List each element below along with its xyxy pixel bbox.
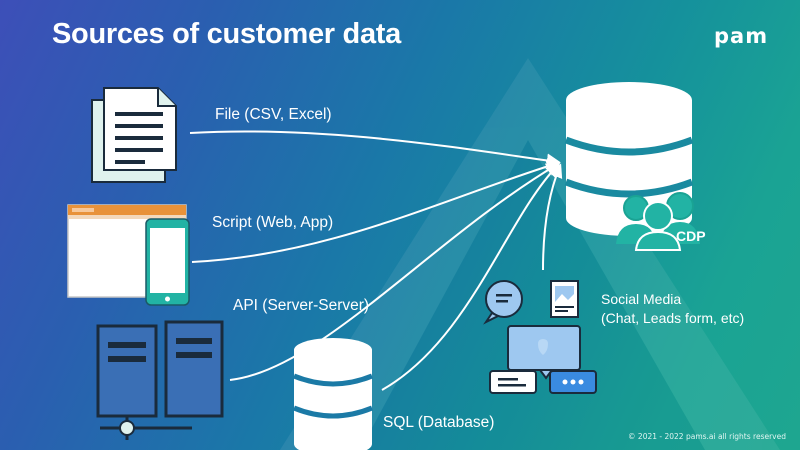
chat-bubbles-icon [483, 280, 597, 394]
source-label-social-media: Social Media (Chat, Leads form, etc) [601, 290, 744, 328]
slide-title: Sources of customer data [52, 18, 401, 50]
source-label-file: File (CSV, Excel) [215, 106, 332, 123]
social-media-title: Social Media [601, 291, 682, 307]
database-users-icon [564, 82, 700, 251]
arrow-api [229, 162, 561, 381]
documents-icon [91, 87, 177, 183]
arrow-file [189, 130, 561, 168]
social-media-subtitle: (Chat, Leads form, etc) [601, 310, 745, 326]
pam-logo: pam [714, 24, 769, 48]
source-label-sql: SQL (Database) [383, 414, 495, 431]
arrow-script [191, 159, 561, 263]
database-icon [293, 338, 373, 450]
copyright-notice: © 2021 - 2022 pams.ai all rights reserve… [628, 432, 786, 441]
background-triangle [280, 58, 780, 450]
source-label-api: API (Server-Server) [233, 297, 370, 314]
arrow-sql [381, 162, 560, 391]
browser-mobile-icon [67, 204, 190, 306]
arrow-social [542, 163, 563, 271]
cdp-label: CDP [676, 228, 706, 244]
source-label-script: Script (Web, App) [212, 214, 334, 231]
servers-icon [96, 320, 224, 440]
